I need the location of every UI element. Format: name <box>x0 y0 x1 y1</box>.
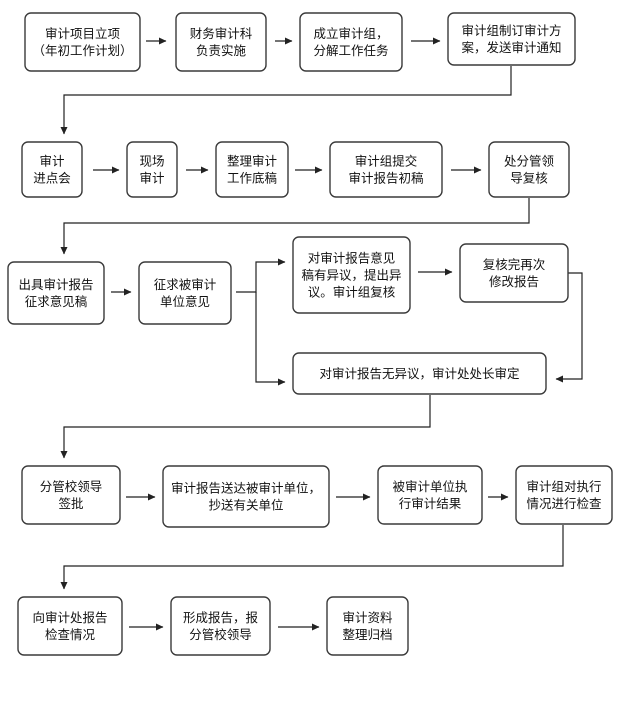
step-label: 情况进行检查 <box>526 496 602 511</box>
step-label: （年初工作计划） <box>32 43 132 58</box>
step-box <box>299 12 403 72</box>
step-label: 征求意见稿 <box>25 294 88 309</box>
step-label: 审计报告初稿 <box>348 171 423 186</box>
step-label: 抄送有关单位 <box>208 498 283 513</box>
step-label: 审计组制订审计方 <box>461 23 561 38</box>
step-label: 进点会 <box>33 171 71 186</box>
step-box <box>17 596 123 656</box>
step-label: 分管校领导 <box>189 627 252 642</box>
step-label: 审计 <box>39 154 64 169</box>
step-label: 对审计报告无异议，审计处处长审定 <box>319 366 519 381</box>
step-label: 审计资料 <box>342 610 393 625</box>
process-step-3: 成立审计组， 分解工作任务 <box>299 12 403 72</box>
step-box <box>488 141 570 198</box>
step-label: 复核完再次 <box>483 257 546 272</box>
step-box <box>170 596 271 656</box>
step-label: 征求被审计 <box>154 277 217 292</box>
step-box <box>329 141 443 198</box>
step-label: 审计项目立项 <box>45 26 120 41</box>
step-label: 财务审计科 <box>190 26 253 41</box>
flow-arrow-s11-s14 <box>255 292 286 386</box>
step-box <box>175 12 267 72</box>
flow-arrow-s4-s5 <box>60 66 512 135</box>
step-label: 整理归档 <box>342 627 392 642</box>
step-label: 被审计单位执 <box>392 479 468 494</box>
step-label: 对审计报告意见 <box>308 251 396 266</box>
step-label: 成立审计组， <box>313 26 388 41</box>
step-label: 案，发送审计通知 <box>461 40 561 55</box>
step-label: 修改报告 <box>489 274 539 289</box>
step-label: 分管校领导 <box>40 479 103 494</box>
flow-arrow-s11-s12 <box>236 258 286 293</box>
step-label: 审计组提交 <box>355 154 418 169</box>
process-step-16: 审计报告送达被审计单位， 抄送有关单位 <box>162 465 330 528</box>
step-box <box>162 465 330 528</box>
step-label: 稿有异议，提出异 <box>301 268 401 283</box>
step-box <box>24 12 141 72</box>
step-box <box>292 352 547 395</box>
flow-arrow-s14-s15 <box>60 395 431 459</box>
step-box <box>515 465 613 525</box>
step-box <box>7 261 105 325</box>
step-box <box>292 236 411 314</box>
step-label: 审计 <box>139 171 164 186</box>
step-box <box>126 141 178 198</box>
process-step-1: 审计项目立项 （年初工作计划） <box>24 12 141 72</box>
step-box <box>377 465 483 525</box>
step-box <box>21 141 83 198</box>
step-label: 行审计结果 <box>399 496 462 511</box>
step-box <box>447 12 576 66</box>
flow-arrow-s18-s19 <box>60 525 564 590</box>
step-box <box>459 243 569 303</box>
step-label: 现场 <box>139 154 164 169</box>
step-label: 工作底稿 <box>227 171 277 186</box>
step-box <box>215 141 289 198</box>
step-label: 导复核 <box>510 171 548 186</box>
step-label: 分解工作任务 <box>313 43 388 58</box>
step-label: 负责实施 <box>196 43 247 58</box>
step-label: 检查情况 <box>45 627 96 642</box>
step-label: 审计组对执行 <box>526 479 601 494</box>
process-step-14: 对审计报告无异议，审计处处长审定 <box>292 352 547 395</box>
step-box <box>21 465 121 525</box>
flow-arrow-s13-s14 <box>555 272 583 383</box>
step-box <box>138 261 232 325</box>
step-label: 单位意见 <box>160 294 210 309</box>
step-label: 签批 <box>58 496 83 511</box>
step-label: 整理审计 <box>227 154 277 169</box>
step-label: 议。审计组复核 <box>308 285 396 300</box>
step-box <box>326 596 409 656</box>
step-label: 向审计处报告 <box>32 610 107 625</box>
step-label: 处分管领 <box>504 154 555 169</box>
step-label: 审计报告送达被审计单位， <box>171 481 321 496</box>
step-label: 形成报告，报 <box>183 610 259 625</box>
flow-arrow-s9-s10 <box>60 198 530 255</box>
step-label: 出具审计报告 <box>18 277 93 292</box>
